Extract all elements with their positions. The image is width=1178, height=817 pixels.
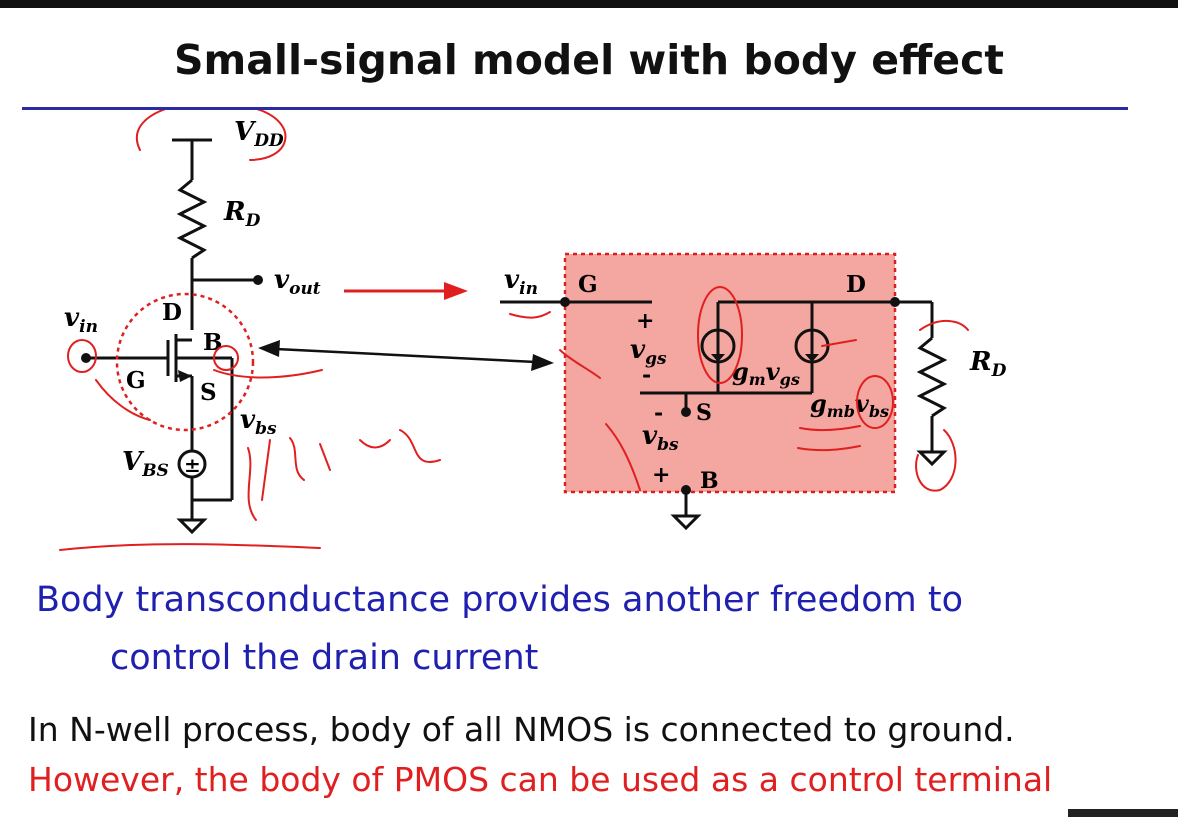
body-transconductance-text-line1: Body transconductance provides another f… — [36, 580, 963, 620]
slide-title: Small-signal model with body effect — [174, 36, 1004, 84]
vout-node — [253, 275, 263, 285]
vdd-label: VDD — [234, 117, 284, 151]
source-polarity-icon: ± — [184, 453, 201, 477]
vbs-plus: + — [652, 462, 670, 488]
small-signal-model-box — [563, 252, 897, 494]
gmb-vbs-label: gmbvbs — [810, 389, 889, 421]
circuit-diagram: VDD RD vout vin D B G S vbs VBS ± vin G — [59, 110, 1007, 551]
drain-label-model: D — [846, 271, 866, 298]
gm-vgs-label: gmvgs — [732, 357, 800, 389]
body-label-model: B — [700, 468, 719, 494]
corner-shadow — [1068, 809, 1178, 817]
gate-node — [560, 297, 570, 307]
left-circuit — [86, 138, 258, 535]
handwritten-annotations — [59, 110, 969, 551]
vbs-source-label: VBS — [122, 447, 169, 481]
gate-label-model: G — [578, 271, 598, 298]
source-label: S — [200, 379, 217, 406]
transistor-outline — [115, 292, 255, 432]
vin-label-right: vin — [504, 265, 538, 299]
pmos-body-control-note: However, the body of PMOS can be used as… — [28, 760, 1053, 799]
top-border — [0, 0, 1178, 8]
gate-label: G — [126, 367, 146, 394]
nwell-process-note: In N-well process, body of all NMOS is c… — [28, 710, 1015, 749]
arrow-right-icon — [531, 354, 554, 371]
vin-label-left: vin — [64, 303, 98, 337]
rd-label: RD — [223, 197, 261, 231]
vgs-minus: - — [642, 362, 651, 388]
vbs-label-model: vbs — [642, 421, 679, 455]
rd-label-model: RD — [969, 347, 1007, 381]
arrow-left-icon — [258, 340, 280, 357]
title-underline — [22, 107, 1128, 110]
drain-node — [890, 297, 900, 307]
source-arrow-icon — [178, 370, 192, 382]
vgs-label: vgs — [630, 335, 667, 369]
vgs-plus: + — [636, 308, 654, 334]
vin-node — [81, 353, 91, 363]
correspondence-arrow — [275, 347, 537, 364]
current-arrow-icon — [805, 354, 819, 362]
body-label: B — [203, 329, 222, 356]
source-node — [681, 407, 691, 417]
body-transconductance-text-line2: control the drain current — [110, 638, 539, 678]
source-label-model: S — [696, 400, 712, 426]
vbs-minus: - — [654, 400, 663, 426]
body-node — [681, 485, 691, 495]
vbs-label-left: vbs — [240, 405, 277, 439]
arrow-right-icon — [444, 282, 468, 300]
drain-label: D — [162, 299, 182, 326]
vout-label: vout — [274, 265, 321, 299]
current-arrow-icon — [711, 354, 725, 362]
